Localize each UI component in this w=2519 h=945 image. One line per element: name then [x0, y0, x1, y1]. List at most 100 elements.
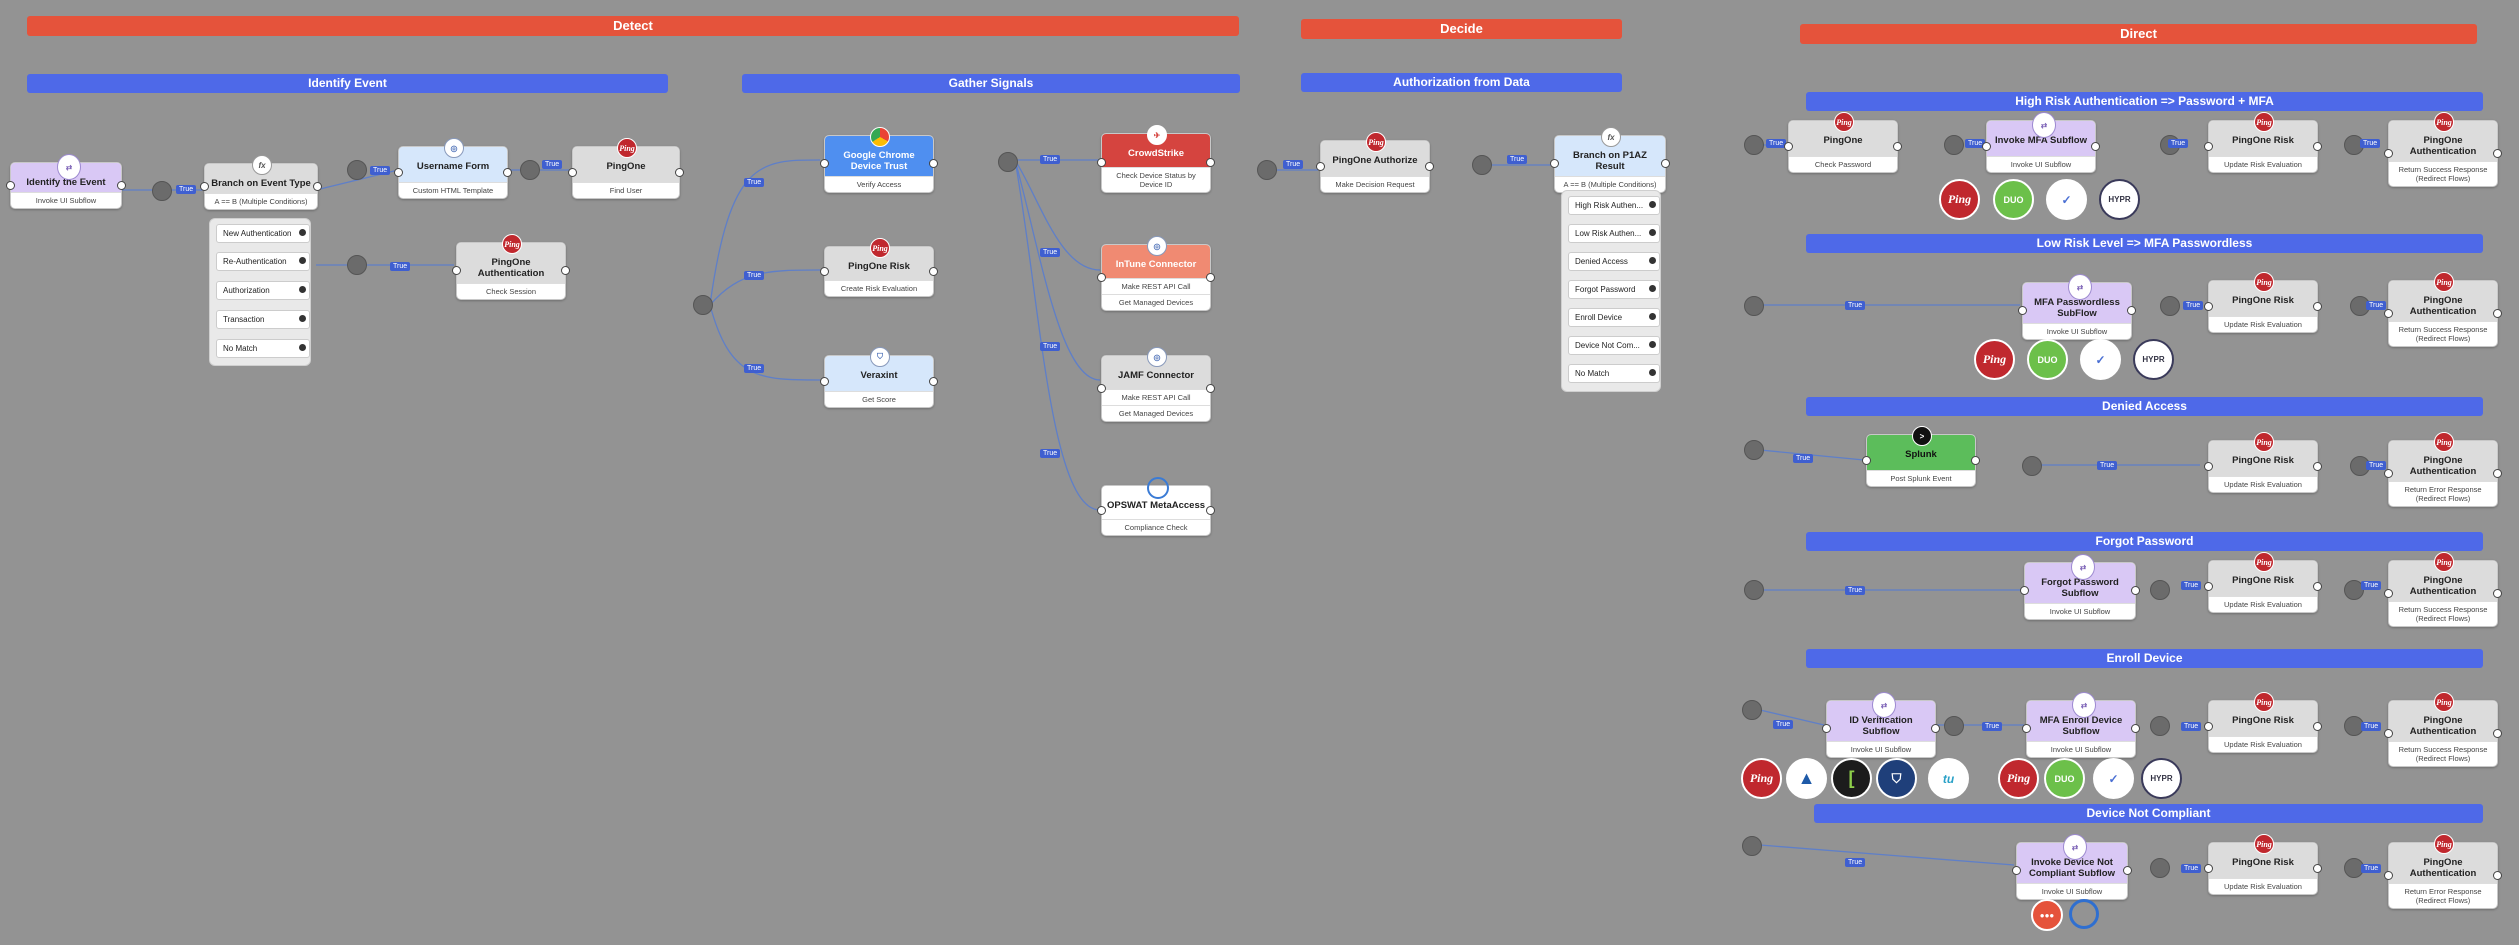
input-port[interactable] [2384, 148, 2393, 158]
input-port[interactable] [1097, 272, 1106, 282]
branch-option[interactable]: Denied Access [1568, 252, 1660, 271]
output-port[interactable] [2127, 306, 2136, 315]
node-pingone-risk-create[interactable]: Ping PingOne Risk Create Risk Evaluation [820, 238, 938, 297]
input-port[interactable] [1316, 161, 1325, 171]
node-hr-pingone-risk[interactable]: Ping PingOne Risk Update Risk Evaluation [2204, 112, 2322, 173]
connector-dot[interactable] [152, 181, 172, 201]
output-port[interactable] [2123, 866, 2132, 875]
output-port[interactable] [2493, 588, 2502, 598]
input-port[interactable] [2012, 866, 2021, 875]
node-pingone-find-user[interactable]: Ping PingOne Find User [568, 138, 684, 199]
input-port[interactable] [1097, 505, 1106, 515]
input-port[interactable] [2384, 308, 2393, 318]
output-port[interactable] [675, 167, 684, 177]
input-port[interactable] [1982, 141, 1991, 151]
input-port[interactable] [452, 266, 461, 275]
input-port[interactable] [820, 376, 829, 386]
connector-dot[interactable] [1944, 135, 1964, 155]
connector-dot[interactable] [693, 295, 713, 315]
node-ed-pingone-risk[interactable]: Ping PingOne Risk Update Risk Evaluation [2204, 692, 2322, 753]
output-port[interactable] [1206, 505, 1215, 515]
input-port[interactable] [2204, 721, 2213, 731]
output-port[interactable] [2493, 728, 2502, 738]
output-port[interactable] [2131, 586, 2140, 595]
input-port[interactable] [6, 180, 15, 190]
output-port[interactable] [929, 266, 938, 276]
input-port[interactable] [2204, 461, 2213, 471]
output-port[interactable] [1206, 383, 1215, 393]
node-identify-event[interactable]: ⇄ Identify the Event Invoke UI Subflow [6, 154, 126, 209]
input-port[interactable] [2022, 724, 2031, 733]
connector-dot[interactable] [520, 160, 540, 180]
node-da-pingone-risk[interactable]: Ping PingOne Risk Update Risk Evaluation [2204, 432, 2322, 493]
output-port[interactable] [1661, 159, 1670, 168]
input-port[interactable] [1097, 383, 1106, 393]
connector-dot[interactable] [1742, 836, 1762, 856]
node-hr-pingone[interactable]: Ping PingOne Check Password [1784, 112, 1902, 173]
input-port[interactable] [820, 266, 829, 276]
input-port[interactable] [2384, 588, 2393, 598]
connector-dot[interactable] [998, 152, 1018, 172]
connector-dot[interactable] [2022, 456, 2042, 476]
output-port[interactable] [2313, 581, 2322, 591]
output-port[interactable] [2493, 870, 2502, 880]
node-pingone-authorize[interactable]: Ping PingOne Authorize Make Decision Req… [1316, 132, 1434, 193]
connector-dot[interactable] [2160, 296, 2180, 316]
node-nc-pingone-auth[interactable]: Ping PingOne Authentication Return Error… [2384, 834, 2502, 909]
output-port[interactable] [1206, 272, 1215, 282]
input-port[interactable] [2204, 301, 2213, 311]
node-username-form[interactable]: ◎ Username Form Custom HTML Template [394, 138, 512, 199]
node-lr-pingone-auth[interactable]: Ping PingOne Authentication Return Succe… [2384, 272, 2502, 347]
branch-option[interactable]: High Risk Authen... [1568, 196, 1660, 215]
connector-dot[interactable] [1744, 580, 1764, 600]
connector-dot[interactable] [2344, 580, 2364, 600]
connector-dot[interactable] [347, 255, 367, 275]
output-port[interactable] [2313, 863, 2322, 873]
output-port[interactable] [1206, 158, 1215, 167]
branch-option[interactable]: Authorization [216, 281, 310, 300]
branch-option[interactable]: Device Not Com... [1568, 336, 1660, 355]
input-port[interactable] [1862, 455, 1871, 465]
connector-dot[interactable] [1472, 155, 1492, 175]
node-branch-p1az-result[interactable]: fx Branch on P1AZ Result A == B (Multipl… [1550, 127, 1670, 193]
input-port[interactable] [2204, 141, 2213, 151]
output-port[interactable] [929, 376, 938, 386]
branch-option[interactable]: Transaction [216, 310, 310, 329]
node-hr-pingone-auth[interactable]: Ping PingOne Authentication Return Succe… [2384, 112, 2502, 187]
node-da-pingone-auth[interactable]: Ping PingOne Authentication Return Error… [2384, 432, 2502, 507]
output-port[interactable] [2493, 148, 2502, 158]
input-port[interactable] [2020, 586, 2029, 595]
input-port[interactable] [1097, 158, 1106, 167]
node-crowdstrike[interactable]: ✈ CrowdStrike Check Device Status by Dev… [1097, 125, 1215, 193]
input-port[interactable] [2384, 728, 2393, 738]
connector-dot[interactable] [1742, 700, 1762, 720]
connector-dot[interactable] [1944, 716, 1964, 736]
connector-dot[interactable] [1744, 135, 1764, 155]
connector-dot[interactable] [1744, 440, 1764, 460]
branch-option[interactable]: No Match [1568, 364, 1660, 383]
input-port[interactable] [394, 167, 403, 177]
node-opswat-metaaccess[interactable]: OPSWAT MetaAccess Compliance Check [1097, 477, 1215, 536]
input-port[interactable] [568, 167, 577, 177]
branch-option[interactable]: Enroll Device [1568, 308, 1660, 327]
input-port[interactable] [1784, 141, 1793, 151]
output-port[interactable] [2131, 724, 2140, 733]
node-ed-mfa-enroll[interactable]: ⇄ MFA Enroll Device Subflow Invoke UI Su… [2022, 692, 2140, 758]
node-nc-pingone-risk[interactable]: Ping PingOne Risk Update Risk Evaluation [2204, 834, 2322, 895]
input-port[interactable] [2384, 870, 2393, 880]
node-jamf-connector[interactable]: ◎ JAMF Connector Make REST API Call Get … [1097, 347, 1215, 422]
input-port[interactable] [1550, 159, 1559, 168]
node-nc-subflow[interactable]: ⇄ Invoke Device Not Compliant Subflow In… [2012, 834, 2132, 900]
branch-option[interactable]: Low Risk Authen... [1568, 224, 1660, 243]
output-port[interactable] [503, 167, 512, 177]
branch-option[interactable]: No Match [216, 339, 310, 358]
output-port[interactable] [561, 266, 570, 275]
input-port[interactable] [200, 181, 209, 191]
output-port[interactable] [2493, 468, 2502, 478]
node-fp-pingone-risk[interactable]: Ping PingOne Risk Update Risk Evaluation [2204, 552, 2322, 613]
input-port[interactable] [2384, 468, 2393, 478]
input-port[interactable] [820, 159, 829, 168]
node-branch-event-type[interactable]: fx Branch on Event Type A == B (Multiple… [200, 155, 322, 210]
output-port[interactable] [2313, 461, 2322, 471]
connector-dot[interactable] [2150, 858, 2170, 878]
